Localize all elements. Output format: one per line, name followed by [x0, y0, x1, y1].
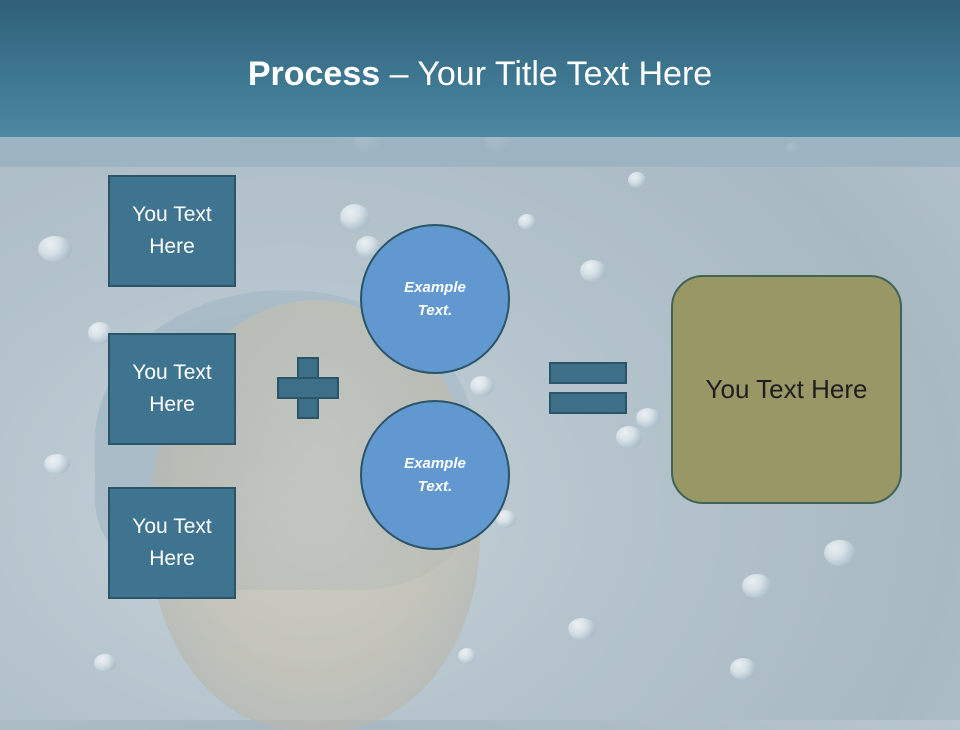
slide-title[interactable]: Process – Your Title Text Here	[0, 50, 960, 98]
input-box-2-line1: You Text	[132, 361, 212, 384]
input-box-1[interactable]: You Text Here	[108, 175, 236, 287]
example-circle-1-line2: Text.	[417, 302, 453, 319]
bubble	[38, 236, 72, 262]
bubble	[88, 322, 112, 344]
bubble	[616, 426, 642, 448]
plus-icon-horizontal	[277, 377, 339, 399]
bubble	[568, 618, 596, 640]
input-box-1-text: You Text Here	[132, 199, 211, 263]
bubble	[496, 510, 516, 528]
result-box[interactable]: You Text Here	[671, 275, 902, 504]
bubble	[742, 574, 772, 598]
title-bar-strip	[0, 137, 960, 167]
bubble	[580, 260, 606, 282]
input-box-3-line2: Here	[149, 547, 195, 570]
bubble	[340, 204, 370, 230]
example-circle-2[interactable]: Example Text.	[360, 400, 510, 550]
input-box-3[interactable]: You Text Here	[108, 487, 236, 599]
input-box-2[interactable]: You Text Here	[108, 333, 236, 445]
result-box-label: You Text Here	[705, 374, 868, 404]
example-circle-2-line1: Example	[404, 455, 466, 472]
plus-icon[interactable]	[277, 357, 339, 419]
bubble	[356, 236, 380, 258]
title-rest: Your Title Text Here	[417, 55, 713, 93]
bubble	[458, 648, 476, 664]
title-dash: –	[380, 55, 418, 93]
equals-icon[interactable]	[549, 362, 627, 414]
title-bar	[0, 0, 960, 137]
bubble	[470, 376, 494, 396]
input-box-2-text: You Text Here	[132, 357, 211, 421]
example-circle-2-line2: Text.	[417, 478, 453, 495]
example-circle-1-text: Example Text.	[404, 276, 466, 322]
bubble	[636, 408, 660, 428]
input-box-3-text: You Text Here	[132, 511, 211, 575]
equals-icon-bottom-bar	[549, 392, 627, 414]
bubble	[518, 214, 536, 230]
equals-icon-top-bar	[549, 362, 627, 384]
input-box-1-line1: You Text	[132, 203, 212, 226]
bubble	[628, 172, 646, 188]
bubble	[44, 454, 70, 474]
bubble	[730, 658, 756, 680]
input-box-1-line2: Here	[149, 235, 195, 258]
input-box-2-line2: Here	[149, 393, 195, 416]
title-strong: Process	[247, 55, 381, 93]
input-box-3-line1: You Text	[132, 515, 212, 538]
example-circle-2-text: Example Text.	[404, 452, 466, 498]
bubble	[94, 654, 116, 672]
bubble	[824, 540, 856, 566]
example-circle-1[interactable]: Example Text.	[360, 224, 510, 374]
example-circle-1-line1: Example	[404, 279, 466, 296]
